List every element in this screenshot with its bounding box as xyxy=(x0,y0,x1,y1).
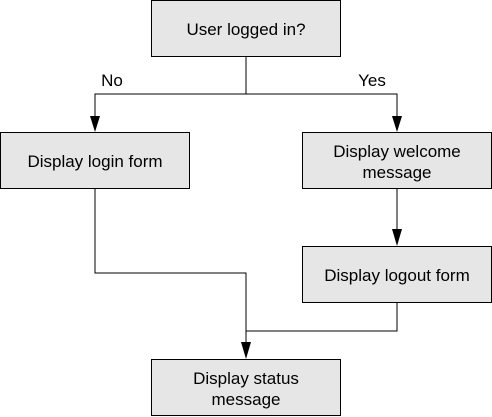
node-display-login-form: Display login form xyxy=(0,132,190,189)
node-display-welcome-message-line2: message xyxy=(363,163,432,182)
node-display-welcome-message: Display welcome message xyxy=(302,132,492,189)
node-display-welcome-message-box xyxy=(302,132,492,189)
connector-login-merge xyxy=(94,189,247,342)
connectors xyxy=(90,57,402,359)
node-display-welcome-message-line1: Display welcome xyxy=(333,142,461,161)
node-user-logged-in: User logged in? xyxy=(151,0,341,57)
node-display-logout-form-label: Display logout form xyxy=(324,266,470,285)
node-display-status-message-box xyxy=(151,359,341,416)
connector-no-branch xyxy=(94,93,246,116)
node-display-status-message-line2: message xyxy=(212,390,281,409)
node-user-logged-in-box xyxy=(151,0,341,57)
node-display-logout-form: Display logout form xyxy=(302,246,492,303)
node-display-status-message-line1: Display status xyxy=(193,369,299,388)
arrowhead-logout-form xyxy=(392,229,402,246)
arrowhead-login-form xyxy=(90,116,100,132)
node-display-login-form-box xyxy=(0,132,190,189)
node-display-login-form-label: Display login form xyxy=(27,152,162,171)
node-display-status-message: Display status message xyxy=(151,359,341,416)
arrowhead-welcome xyxy=(392,116,402,132)
connector-logout-merge xyxy=(246,303,398,332)
node-display-logout-form-box xyxy=(302,246,492,303)
edge-label-yes: Yes xyxy=(358,71,386,90)
arrowhead-status xyxy=(241,342,251,359)
node-user-logged-in-label: User logged in? xyxy=(186,20,305,39)
connector-yes-branch xyxy=(246,93,398,116)
edge-label-no: No xyxy=(101,71,123,90)
